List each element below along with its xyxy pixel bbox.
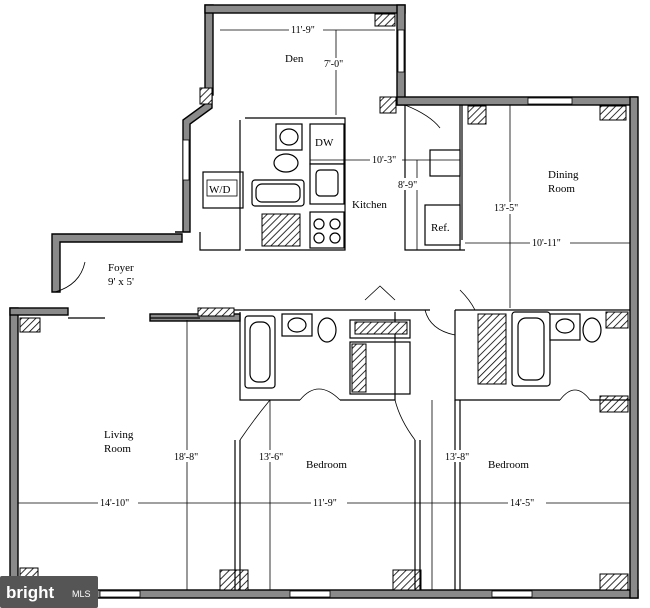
door-swings	[54, 104, 591, 441]
interior-walls	[68, 105, 630, 590]
den-width-dim: 11'-9"	[291, 25, 315, 36]
dishwasher-label: DW	[315, 137, 334, 149]
windows	[99, 29, 573, 598]
kitchen-bath-fixtures	[197, 123, 602, 393]
kitchen-width-dim: 10'-3"	[372, 155, 396, 166]
refrigerator-label: Ref.	[431, 222, 450, 234]
living-width-dim: 14'-10"	[100, 498, 129, 509]
dimension-labels: 11'-9" 7'-0" 10'-3" 8'-9" 13'-5" 10'-11"…	[98, 24, 570, 509]
dining-label-line2: Room	[548, 183, 575, 195]
dining-depth-dim: 13'-5"	[494, 203, 518, 214]
watermark-brand: bright	[6, 583, 54, 602]
den-depth-dim: 7'-0"	[324, 59, 343, 70]
living-label-line1: Living	[104, 429, 134, 441]
bright-mls-watermark: bright MLS	[0, 576, 98, 608]
bedroom-right-depth-dim: 13'-8"	[445, 452, 469, 463]
room-labels: Den Kitchen Foyer 9' x 5' Living Room Di…	[104, 53, 579, 471]
den-label: Den	[285, 53, 304, 65]
fixture-labels: W/D DW Ref.	[206, 137, 450, 234]
washer-dryer-label: W/D	[209, 184, 230, 196]
kitchen-depth-dim: 8'-9"	[398, 180, 417, 191]
bedroom-left-width-dim: 11'-9"	[313, 498, 337, 509]
exterior-walls	[9, 4, 639, 599]
dining-label-line1: Dining	[548, 169, 579, 181]
living-label-line2: Room	[104, 443, 131, 455]
living-depth-dim: 18'-8"	[174, 452, 198, 463]
dining-width-dim: 10'-11"	[532, 238, 561, 249]
bedroom-right-label: Bedroom	[488, 459, 529, 471]
foyer-size-label: 9' x 5'	[108, 276, 134, 288]
bedroom-right-width-dim: 14'-5"	[510, 498, 534, 509]
bedroom-left-depth-dim: 13'-6"	[259, 452, 283, 463]
foyer-label: Foyer	[108, 262, 134, 274]
bedroom-left-label: Bedroom	[306, 459, 347, 471]
kitchen-label: Kitchen	[352, 199, 387, 211]
watermark-suffix: MLS	[72, 589, 91, 599]
